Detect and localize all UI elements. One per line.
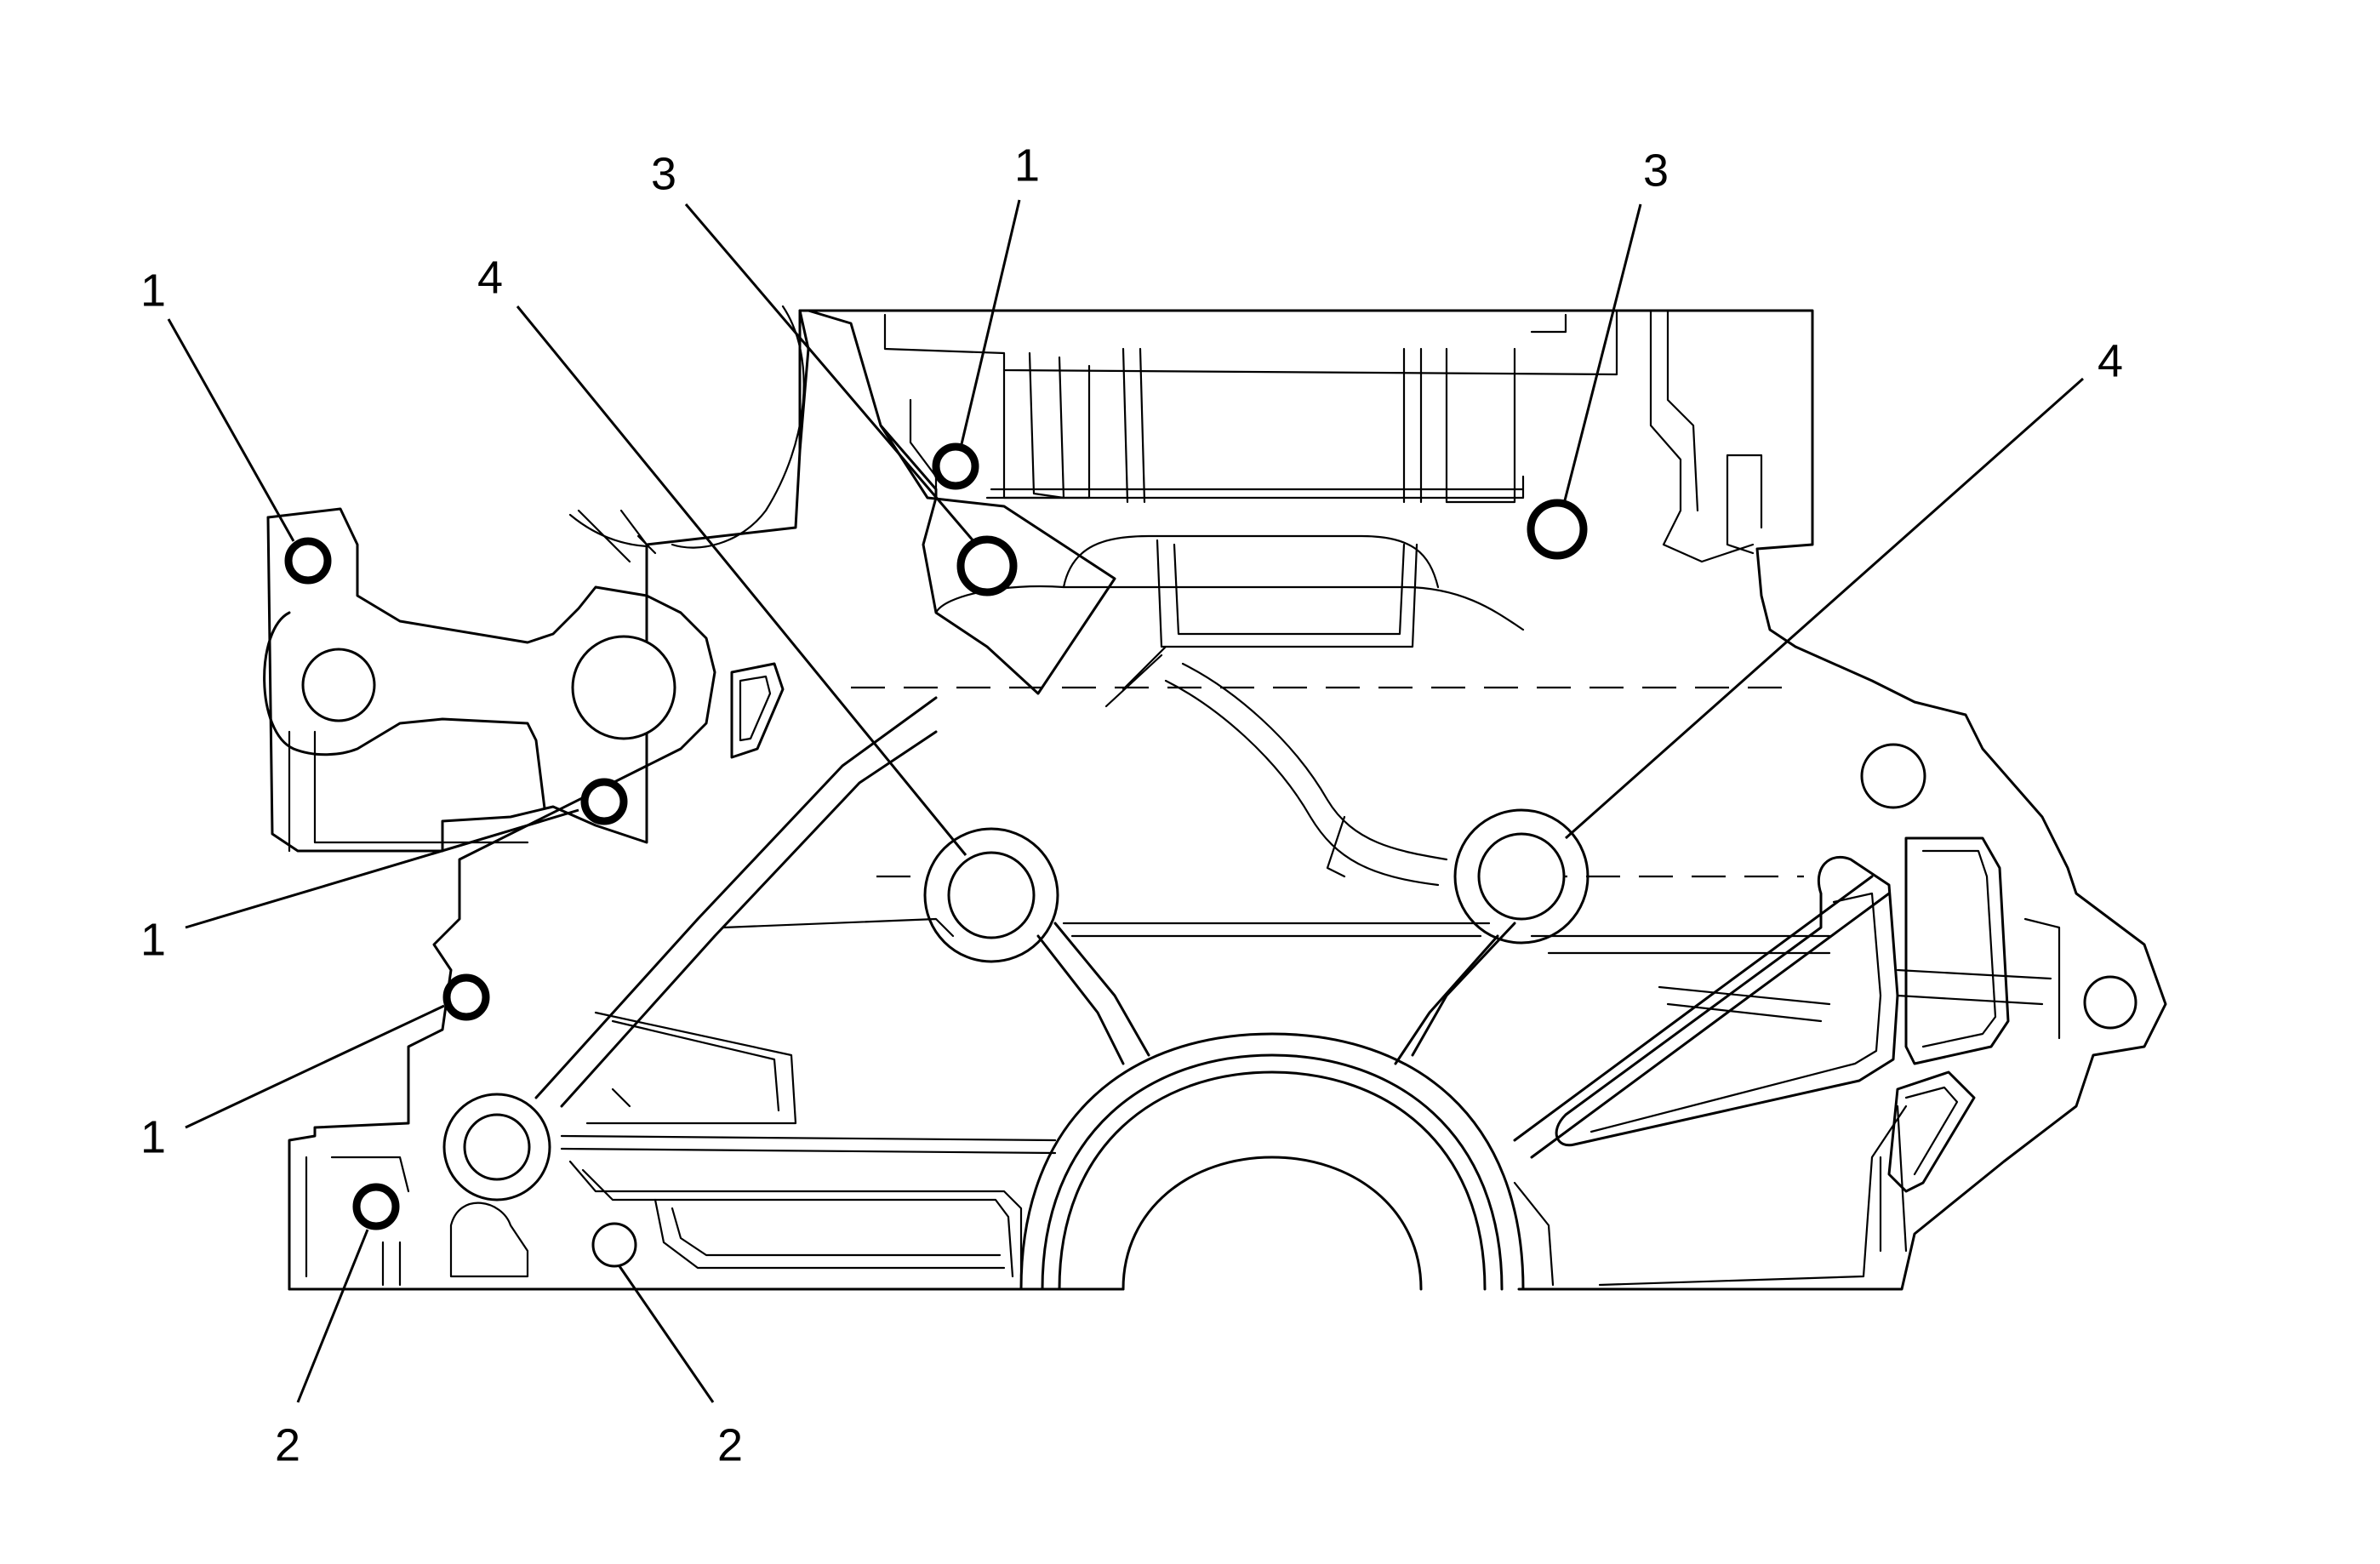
callout-4-right: 4 xyxy=(2097,335,2123,386)
callout-1-mid-left: 1 xyxy=(140,914,166,965)
leader-2-right xyxy=(618,1265,715,1403)
left-main-bore xyxy=(947,851,1036,939)
leader-2-left xyxy=(296,1229,369,1403)
fastener-1-upper-left xyxy=(284,537,332,585)
callout-3-left: 3 xyxy=(651,148,676,199)
callout-1-top-center: 1 xyxy=(1014,140,1040,191)
left-dowel-bore xyxy=(301,648,376,722)
right-main-bore xyxy=(1477,832,1566,921)
left-main-boss xyxy=(923,827,1059,963)
leader-4-right xyxy=(1565,377,2084,840)
callout-1-lower-left: 1 xyxy=(140,1111,166,1162)
leader-4-left xyxy=(516,305,967,856)
callout-2-right: 2 xyxy=(717,1419,743,1470)
callout-labels: 1 1 1 1 2 2 3 3 4 4 xyxy=(140,140,2123,1470)
engine-block-casting xyxy=(263,305,2167,1291)
callout-2-left: 2 xyxy=(275,1419,300,1470)
fastener-3-right xyxy=(1527,499,1588,560)
bores xyxy=(301,635,2137,1268)
leader-3-left xyxy=(684,203,976,543)
fastener-1-mid-left xyxy=(580,778,628,825)
leader-1-mid-left xyxy=(185,808,579,929)
right-lower-dowel-bore xyxy=(2083,975,2137,1030)
right-upper-dowel-bore xyxy=(1860,743,1926,809)
lower-small-hole xyxy=(591,1222,637,1268)
leader-3-right xyxy=(1562,203,1642,505)
lower-left-bore xyxy=(463,1113,531,1181)
leader-1-lower-left xyxy=(185,1004,445,1129)
fastener-1-top-center xyxy=(932,442,979,490)
left-large-bore xyxy=(571,635,676,740)
callout-3-right: 3 xyxy=(1643,145,1669,196)
leader-1-top-center xyxy=(960,199,1021,445)
fasteners xyxy=(284,442,1588,1230)
fastener-2-bottom-left xyxy=(352,1183,400,1230)
leader-lines xyxy=(167,199,2084,1403)
callout-4-left: 4 xyxy=(477,252,503,303)
fastener-1-lower-left xyxy=(442,973,490,1021)
leader-1-upper-left xyxy=(167,318,295,542)
callout-1-upper-left: 1 xyxy=(140,265,166,316)
lower-left-boss xyxy=(442,1093,551,1202)
fastener-3-left xyxy=(956,535,1018,596)
right-main-boss xyxy=(1453,808,1590,945)
